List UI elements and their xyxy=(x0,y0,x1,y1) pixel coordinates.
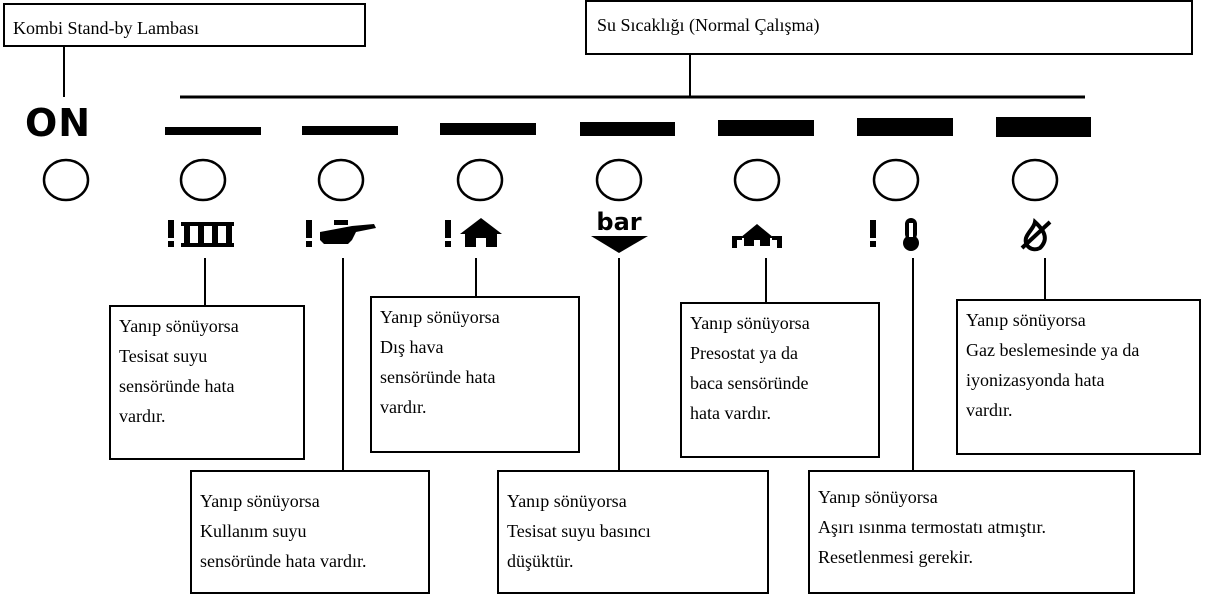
callout-line: Yanıp sönüyorsa xyxy=(119,316,239,336)
temperature-level-bar-2 xyxy=(302,126,398,135)
indicator-light-7 xyxy=(1011,158,1059,202)
callout-line: hata vardır. xyxy=(690,403,771,423)
indicator-lights xyxy=(42,158,1059,202)
callout-line: Yanıp sönüyorsa xyxy=(380,307,500,327)
callout-line: Tesisat suyu xyxy=(119,346,208,366)
callout-line: Dış hava xyxy=(380,337,444,357)
callout-line: Tesisat suyu basıncı xyxy=(507,521,651,541)
callout-line: baca sensöründe xyxy=(690,373,809,393)
callout-line: Yanıp sönüyorsa xyxy=(200,491,320,511)
callout-line: sensöründe hata xyxy=(380,367,496,387)
overheat-thermometer-icon xyxy=(870,218,919,251)
indicator-light-5 xyxy=(733,158,781,202)
callout-connector-lines xyxy=(204,258,1046,471)
radiator-fault-icon xyxy=(168,220,234,247)
standby-lamp-label: Kombi Stand-by Lambası xyxy=(13,18,199,38)
callout-gas: Yanıp sönüyorsa Gaz beslemesinde ya da i… xyxy=(956,299,1201,455)
callout-line: Yanıp sönüyorsa xyxy=(690,313,810,333)
callout-outdoor-sensor: Yanıp sönüyorsa Dış hava sensöründe hata… xyxy=(370,296,580,453)
callout-line: Kullanım suyu xyxy=(200,521,307,541)
chimney-flue-icon xyxy=(732,224,782,248)
on-label: ON xyxy=(25,101,92,145)
callout-overheat: Yanıp sönüyorsa Aşırı ısınma termostatı … xyxy=(808,470,1135,594)
callout-line: vardır. xyxy=(966,400,1013,420)
house-fault-icon xyxy=(445,218,502,247)
indicator-light-4 xyxy=(595,158,643,202)
standby-lamp-label-box: Kombi Stand-by Lambası xyxy=(3,3,366,47)
tap-fault-icon xyxy=(306,220,376,247)
callout-line: Yanıp sönüyorsa xyxy=(966,310,1086,330)
temperature-level-bar-1 xyxy=(165,127,261,135)
callout-line: iyonizasyonda hata xyxy=(966,370,1105,390)
temperature-level-bar-4 xyxy=(580,122,675,136)
callout-line: Gaz beslemesinde ya da xyxy=(966,340,1140,360)
callout-dhw-sensor: Yanıp sönüyorsa Kullanım suyu sensöründe… xyxy=(190,470,430,594)
callout-line: Yanıp sönüyorsa xyxy=(818,487,938,507)
temperature-level-bars xyxy=(165,117,1091,137)
callout-line: Yanıp sönüyorsa xyxy=(507,491,627,511)
callout-line: sensöründe hata vardır. xyxy=(200,551,367,571)
temperature-level-bar-6 xyxy=(857,118,953,136)
bar-icon-label: bar xyxy=(596,208,641,236)
indicator-light-2 xyxy=(317,158,365,202)
callout-pressostat: Yanıp sönüyorsa Presostat ya da baca sen… xyxy=(680,302,880,458)
low-pressure-arrow-icon xyxy=(591,236,648,253)
callout-line: sensöründe hata xyxy=(119,376,235,396)
callout-line: düşüktür. xyxy=(507,551,574,571)
flame-off-icon xyxy=(1020,218,1052,252)
callout-line: Aşırı ısınma termostatı atmıştır. xyxy=(818,517,1046,537)
callout-line: Presostat ya da xyxy=(690,343,798,363)
water-temperature-label-box: Su Sıcaklığı (Normal Çalışma) xyxy=(585,0,1193,55)
callout-line: vardır. xyxy=(380,397,427,417)
temperature-level-bar-7 xyxy=(996,117,1091,137)
callout-line: Resetlenmesi gerekir. xyxy=(818,547,973,567)
temperature-level-bar-5 xyxy=(718,120,814,136)
water-temperature-label: Su Sıcaklığı (Normal Çalışma) xyxy=(597,15,820,35)
temperature-level-bar-3 xyxy=(440,123,536,135)
callout-line: vardır. xyxy=(119,406,166,426)
callout-installation-sensor: Yanıp sönüyorsa Tesisat suyu sensöründe … xyxy=(109,305,305,460)
indicator-light-standby xyxy=(42,158,90,202)
indicator-light-6 xyxy=(872,158,920,202)
callout-pressure: Yanıp sönüyorsa Tesisat suyu basıncı düş… xyxy=(497,470,769,594)
indicator-light-1 xyxy=(179,158,227,202)
indicator-light-3 xyxy=(456,158,504,202)
